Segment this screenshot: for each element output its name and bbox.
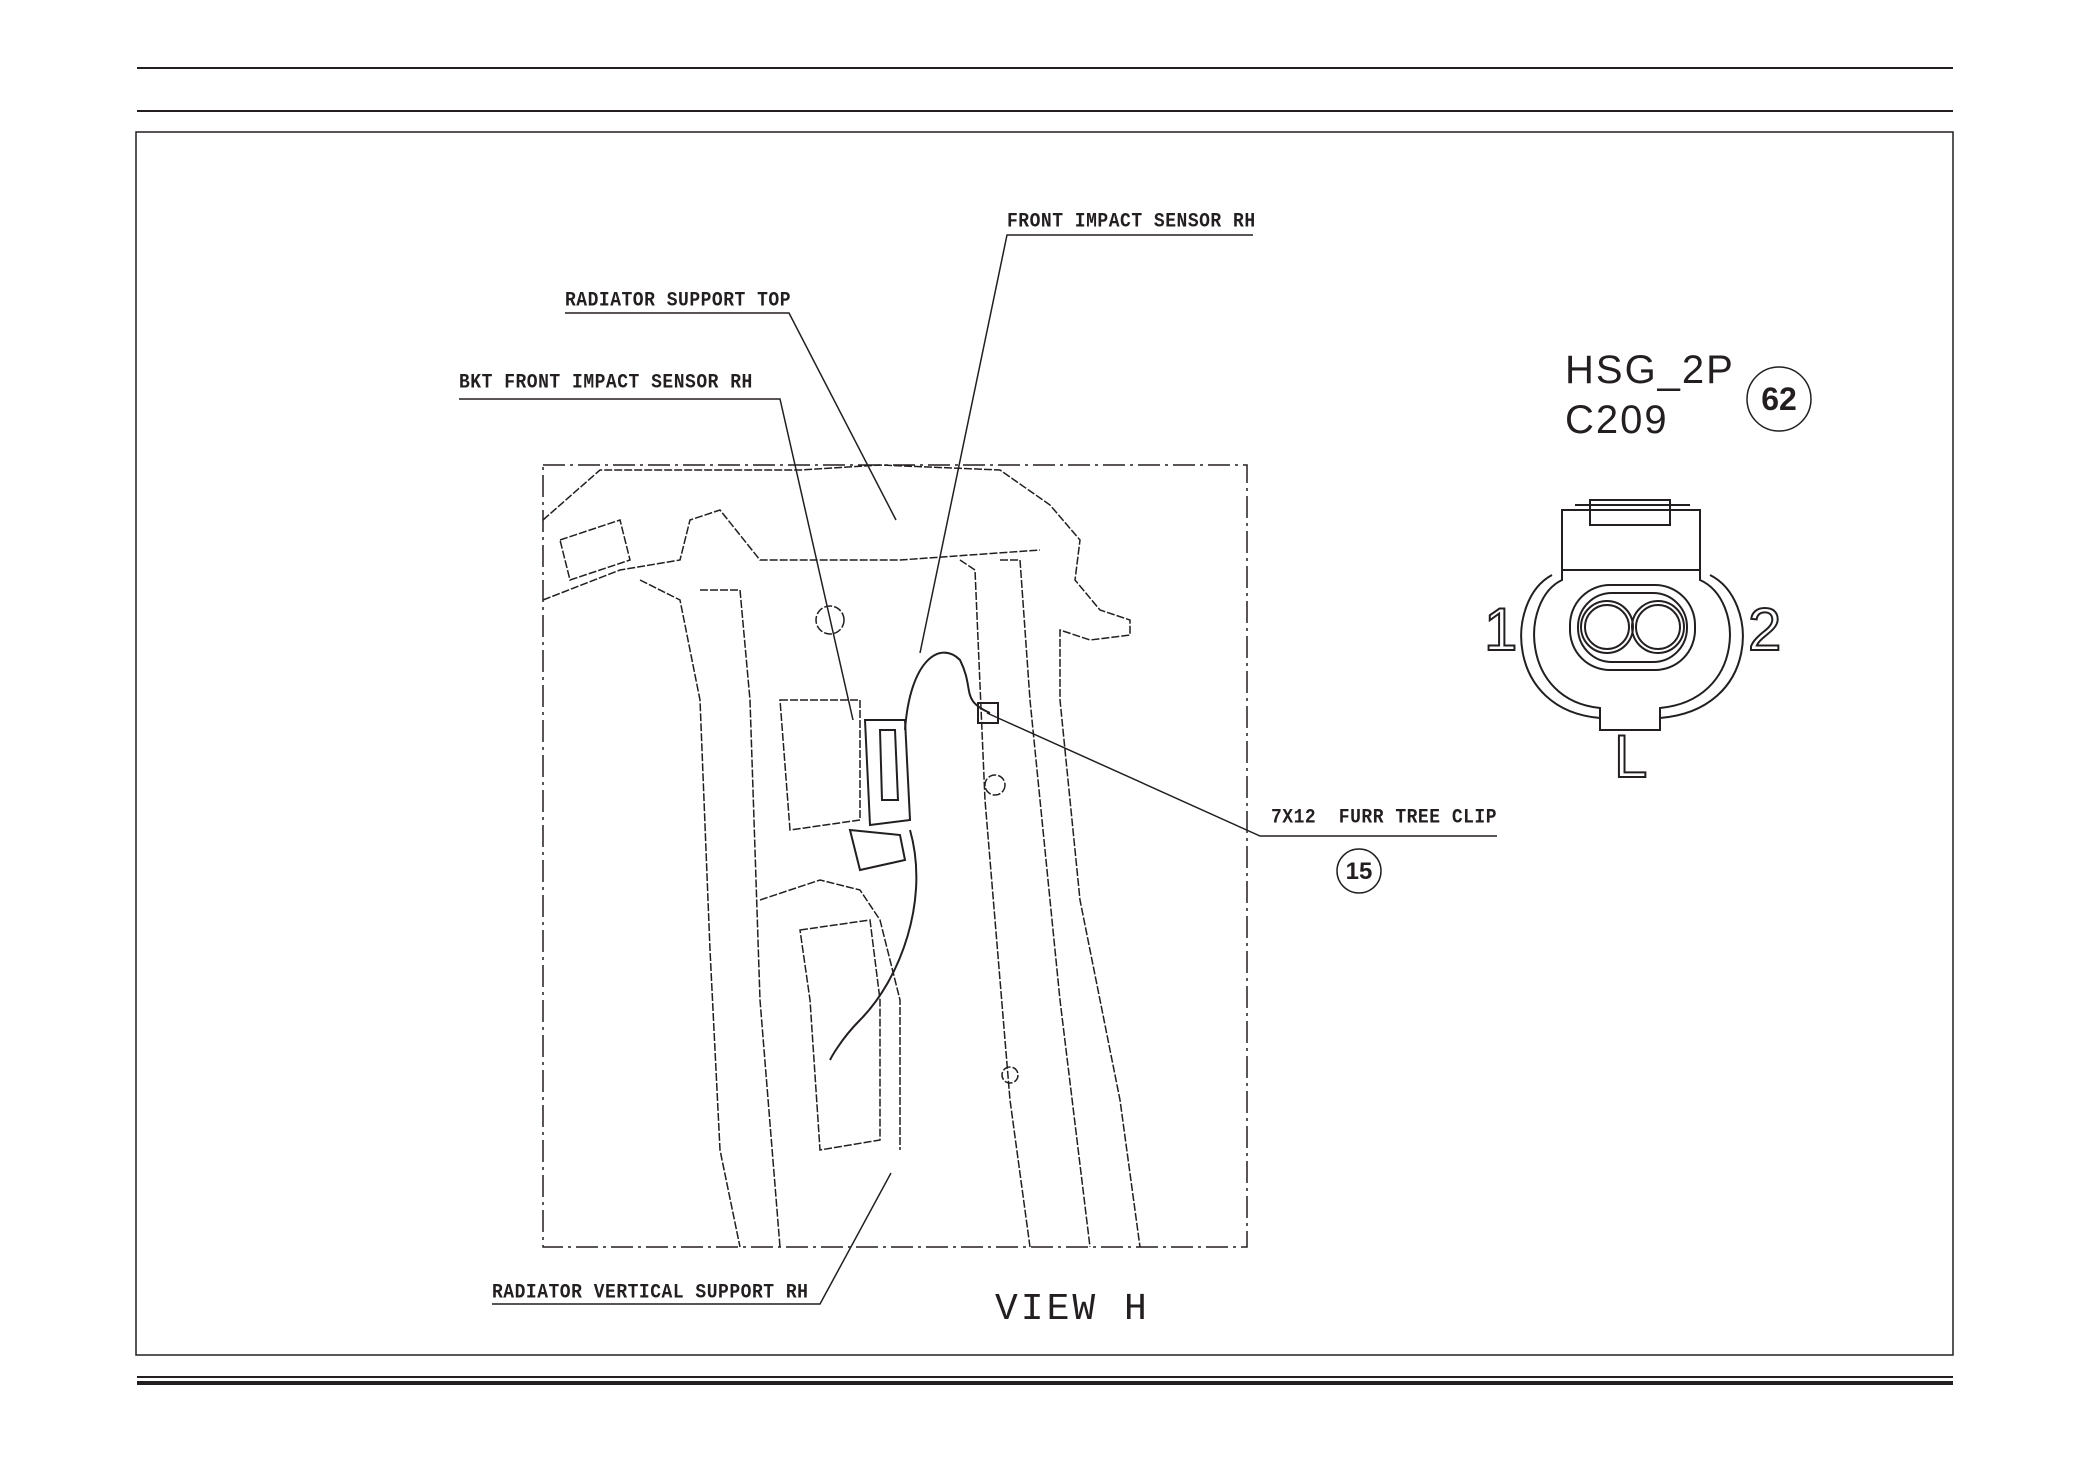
view-title: VIEW H: [995, 1288, 1150, 1331]
view-boundary: [542, 464, 1248, 1248]
connector-face-icon: [1520, 499, 1744, 731]
label-front-impact-sensor: FRONT IMPACT SENSOR RH: [1007, 210, 1256, 234]
drawing-frame: [135, 131, 1954, 1356]
sensor-and-harness-sketch: [829, 651, 999, 1061]
connector-housing: HSG_2P: [1565, 348, 1735, 392]
label-radiator-vertical-support: RADIATOR VERTICAL SUPPORT RH: [492, 1281, 809, 1305]
clip-ref-circle: [1336, 848, 1382, 894]
label-bkt-front-impact-sensor: BKT FRONT IMPACT SENSOR RH: [459, 371, 753, 395]
pin-label-1: 1: [1483, 595, 1518, 664]
connector-ref-circle: [1746, 366, 1812, 432]
label-radiator-support-top: RADIATOR SUPPORT TOP: [565, 289, 792, 313]
clip-ref-number: 15: [1345, 858, 1373, 885]
pin-label-2: 2: [1747, 595, 1782, 664]
label-furr-tree-clip: 7X12 FURR TREE CLIP: [1271, 806, 1498, 830]
connector-ref-number: 62: [1761, 381, 1797, 417]
connector-key-label: L: [1613, 722, 1648, 791]
connector-id: C209: [1565, 398, 1669, 442]
radiator-structure-sketch: [542, 464, 1141, 1248]
leader-lines: [459, 234, 1812, 1305]
